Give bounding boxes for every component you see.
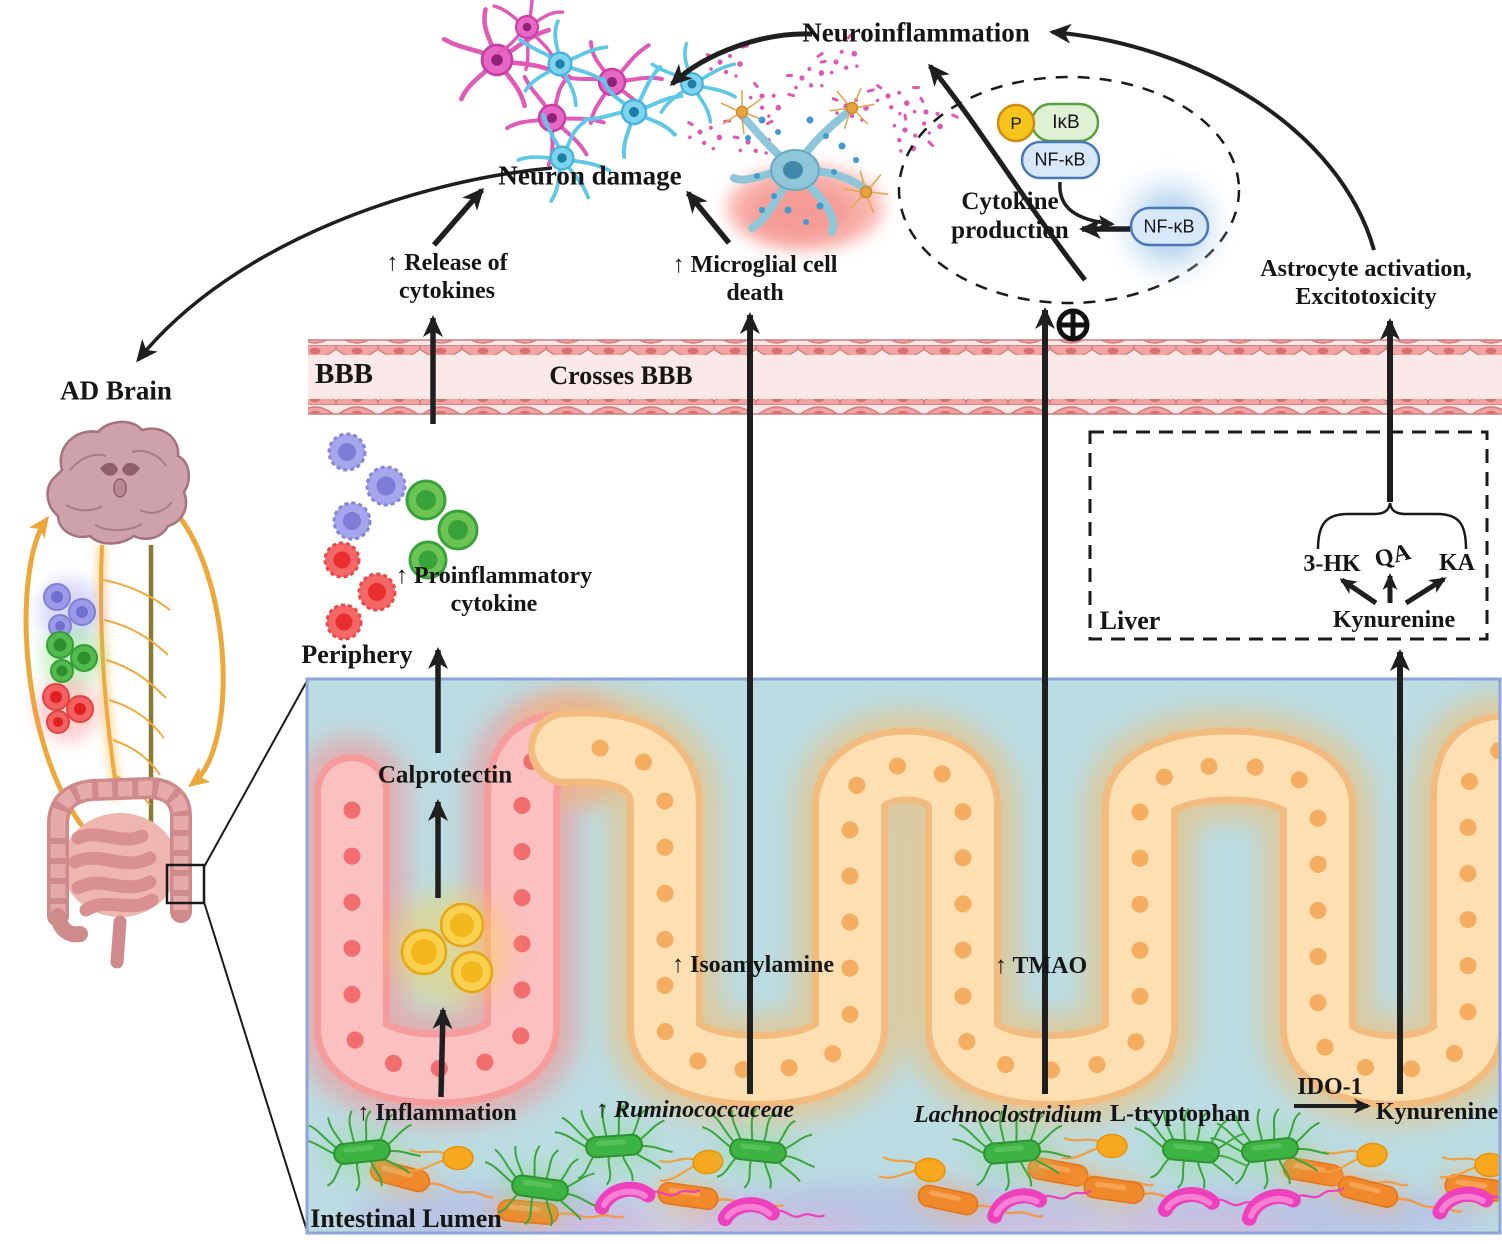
ruminococcaceae-label: ↑ Ruminococcaceae [596, 1097, 794, 1124]
isoamylamine-label: ↑ Isoamylamine [672, 952, 834, 979]
phospho-label: P [1010, 114, 1022, 134]
nfkb-bound-pill [1020, 140, 1101, 180]
nfkb-bound-label: NF-κB [1034, 149, 1086, 170]
nfkb-free-pill [1129, 206, 1210, 247]
nfkb-pathway [897, 75, 1241, 342]
lachnoclostridium-label: Lachnoclostridium [913, 1102, 1103, 1129]
bbb-label: BBB [314, 358, 374, 391]
crosses-bbb-label: Crosses BBB [549, 360, 693, 390]
calprotectin-molecules [392, 890, 508, 1006]
calprotectin-label: Calprotectin [377, 761, 513, 789]
ad-brain-label: AD Brain [60, 375, 172, 406]
neuroinflammation-label: Neuroinflammation [802, 17, 1030, 48]
tmao-label: ↑ TMAO [994, 953, 1088, 980]
l-tryptophan-label: L-tryptophan [1109, 1101, 1251, 1128]
intestinal-panel [307, 679, 1500, 1233]
3hk-label: 3-HK [1303, 551, 1361, 578]
cytokine-production-dashed-circle [897, 75, 1241, 305]
periphery-label: Periphery [301, 639, 413, 669]
circulating-cytokines [36, 578, 104, 742]
proinflammatory-cytokine-cells [323, 432, 479, 641]
ad-brain-gut-axis-illustration [23, 420, 308, 1232]
lumen-kynurenine-label: Kynurenine [1375, 1099, 1499, 1126]
ka-label: KA [1439, 550, 1475, 577]
liver-box [1088, 430, 1489, 641]
microglial-cell-death-label: ↑ Microglial cell death [672, 252, 838, 306]
astrocyte-activation-label: Astrocyte activation, Excitotoxicity [1260, 256, 1472, 310]
zoom-pointer-line-top [203, 680, 308, 868]
inflammation-label: ↑ Inflammation [357, 1100, 517, 1127]
ido1-label: IDO-1 [1297, 1074, 1363, 1101]
blood-brain-barrier-band [308, 339, 1502, 415]
zoom-region-box [165, 863, 206, 905]
brain-coronal-section [46, 420, 191, 545]
release-of-cytokines-label: ↑ Release of cytokines [386, 250, 508, 304]
cytokine-dots [745, 116, 859, 225]
liver-kynurenine-label: Kynurenine [1332, 607, 1456, 634]
ikb-label: IκB [1052, 111, 1080, 133]
microglial-cell-illustration [720, 78, 893, 250]
intestinal-lumen-label: Intestinal Lumen [310, 1203, 502, 1233]
cytokine-production-label: Cytokine production [951, 188, 1069, 244]
phospho-circle [996, 103, 1036, 143]
intestinal-panel-border [305, 677, 1502, 1235]
neuron-damage-label: Neuron damage [498, 160, 682, 191]
intestine-illustration [47, 776, 192, 969]
plus-activation-icon [1056, 308, 1090, 342]
zoom-pointer-line-bottom [203, 901, 308, 1232]
brace [1316, 502, 1468, 550]
pathway-arrows [136, 23, 1410, 1114]
proinflammatory-cytokine-label: ↑ Proinflammatory cytokine [395, 563, 593, 617]
nfkb-free-label: NF-κB [1143, 216, 1195, 237]
liver-label: Liver [1099, 605, 1161, 635]
